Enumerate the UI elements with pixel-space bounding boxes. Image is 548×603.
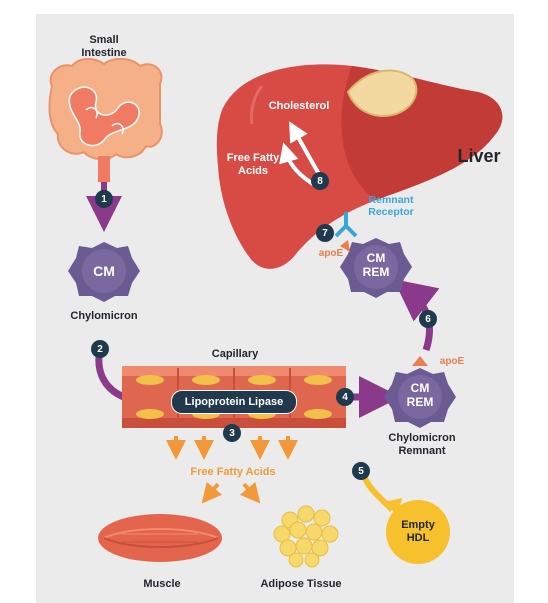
apoe-label-top: apoE [318,248,344,259]
adipose-tissue-illustration [273,505,339,568]
capillary-label: Capillary [211,348,259,360]
chylomicron-particle [68,242,140,302]
arrow-to-cholesterol [289,121,322,177]
small-intestine-illustration [48,58,163,182]
liver-label: Liver [457,146,501,166]
apoe-marker-liver [340,240,350,252]
chylomicron-label: Chylomicron [70,310,138,322]
small-intestine-label: Small Intestine [81,34,127,59]
ffa-release-arrows [166,436,298,504]
cholesterol-label: Cholesterol [268,100,330,112]
lipoprotein-lipase-label: Lipoprotein Lipase [171,390,297,414]
step-badge-2: 2 [91,340,109,358]
muscle-label: Muscle [143,578,181,590]
chylomicron-remnant-label: Chylomicron Remnant [388,432,456,457]
liver-illustration [216,64,503,269]
empty-hdl-label: Empty HDL [401,519,435,544]
cm-remnant-at-liver [340,238,412,298]
free-fatty-acids-label: Free Fatty Acids [190,466,276,478]
chylomicron-remnant-particle [384,368,456,428]
apoe-label-bottom: apoE [439,356,465,367]
step-badge-7: 7 [316,224,334,242]
step-badge-8: 8 [311,172,329,190]
cm-label: CM [93,263,115,279]
liver-free-fatty-acids-label: Free Fatty Acids [226,152,280,177]
step-badge-3: 3 [223,424,241,442]
step-badge-4: 4 [336,388,354,406]
empty-hdl-particle [386,500,450,564]
remnant-receptor-label: Remnant Receptor [368,194,414,219]
step-badge-6: 6 [419,310,437,328]
cm-rem-label-top: CM REM [362,251,390,279]
remnant-receptor [334,212,358,238]
step-badge-5: 5 [352,462,370,480]
cm-rem-label-bottom: CM REM [406,381,434,409]
adipose-tissue-label: Adipose Tissue [260,578,342,590]
step-badge-1: 1 [95,190,113,208]
muscle-illustration [98,514,222,562]
apoe-marker [412,356,428,366]
